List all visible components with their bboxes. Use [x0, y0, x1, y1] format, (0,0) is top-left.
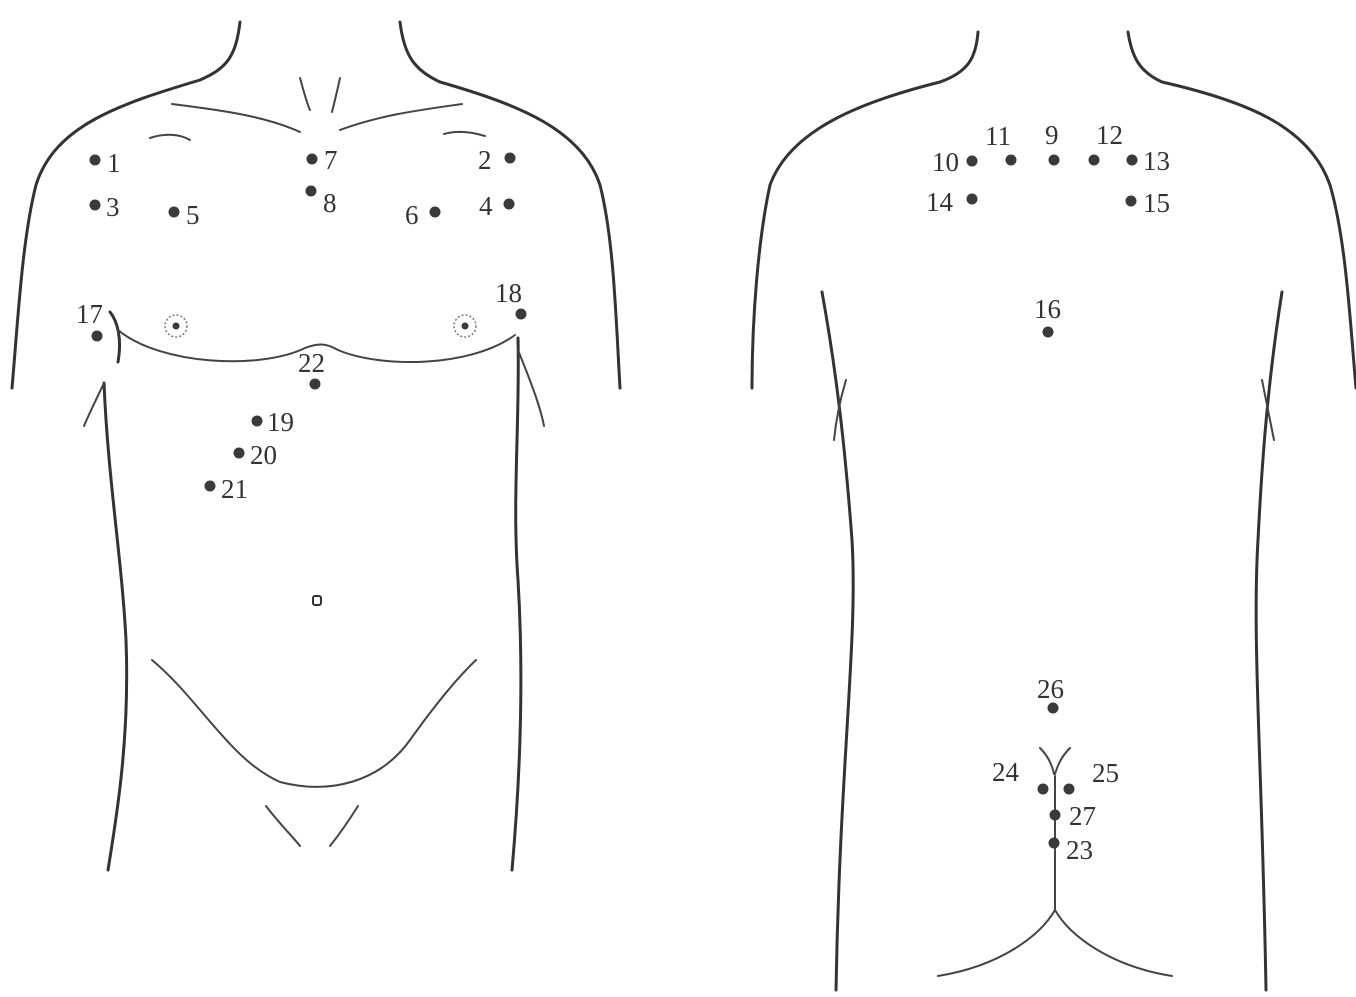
point-5-dot — [169, 207, 180, 218]
point-12-label: 12 — [1096, 120, 1123, 150]
point-20-dot — [234, 448, 245, 459]
point-8-dot — [306, 186, 317, 197]
front-body-outline — [12, 22, 620, 870]
point-24-label: 24 — [992, 757, 1020, 787]
point-7-dot — [307, 154, 318, 165]
point-6-label: 6 — [405, 200, 419, 230]
point-14-label: 14 — [926, 187, 954, 217]
point-16-label: 16 — [1034, 294, 1061, 324]
point-4-dot — [504, 199, 515, 210]
point-19-dot — [252, 416, 263, 427]
point-15-dot — [1126, 196, 1137, 207]
point-9-label: 9 — [1045, 120, 1059, 150]
point-22-dot — [310, 379, 321, 390]
point-19-label: 19 — [267, 407, 294, 437]
point-1-dot — [90, 155, 101, 166]
point-22-label: 22 — [298, 348, 325, 378]
point-21-dot — [205, 481, 216, 492]
point-13-label: 13 — [1143, 146, 1170, 176]
point-2-dot — [505, 153, 516, 164]
point-17-dot — [92, 331, 103, 342]
point-24-dot — [1038, 784, 1049, 795]
point-26-dot — [1048, 703, 1059, 714]
point-23-label: 23 — [1066, 835, 1093, 865]
point-3-label: 3 — [106, 192, 120, 222]
point-5-label: 5 — [186, 200, 200, 230]
point-2-label: 2 — [478, 145, 492, 175]
point-26-label: 26 — [1037, 674, 1064, 704]
point-18-label: 18 — [495, 278, 522, 308]
point-27-label: 27 — [1069, 801, 1096, 831]
point-11-dot — [1006, 155, 1017, 166]
point-21-label: 21 — [221, 474, 248, 504]
point-17-label: 17 — [76, 299, 103, 329]
back-points: 9 10 11 12 13 14 15 16 23 24 25 26 27 — [926, 120, 1170, 865]
point-25-label: 25 — [1092, 758, 1119, 788]
point-12-dot — [1089, 155, 1100, 166]
point-3-dot — [90, 200, 101, 211]
point-14-dot — [967, 194, 978, 205]
point-15-label: 15 — [1143, 188, 1170, 218]
point-9-dot — [1049, 155, 1060, 166]
point-20-label: 20 — [250, 440, 277, 470]
point-10-dot — [967, 156, 978, 167]
point-16-dot — [1043, 327, 1054, 338]
point-4-label: 4 — [479, 191, 493, 221]
point-7-label: 7 — [324, 145, 338, 175]
point-27-dot — [1050, 810, 1061, 821]
front-points: 1 2 3 4 5 6 7 8 17 18 19 20 21 22 — [76, 145, 527, 504]
point-18-dot — [516, 309, 527, 320]
point-1-label: 1 — [107, 148, 121, 178]
point-23-dot — [1049, 838, 1060, 849]
point-6-dot — [430, 207, 441, 218]
point-8-label: 8 — [323, 188, 337, 218]
point-13-dot — [1127, 155, 1138, 166]
point-11-label: 11 — [985, 121, 1011, 151]
point-10-label: 10 — [932, 147, 959, 177]
point-25-dot — [1064, 784, 1075, 795]
